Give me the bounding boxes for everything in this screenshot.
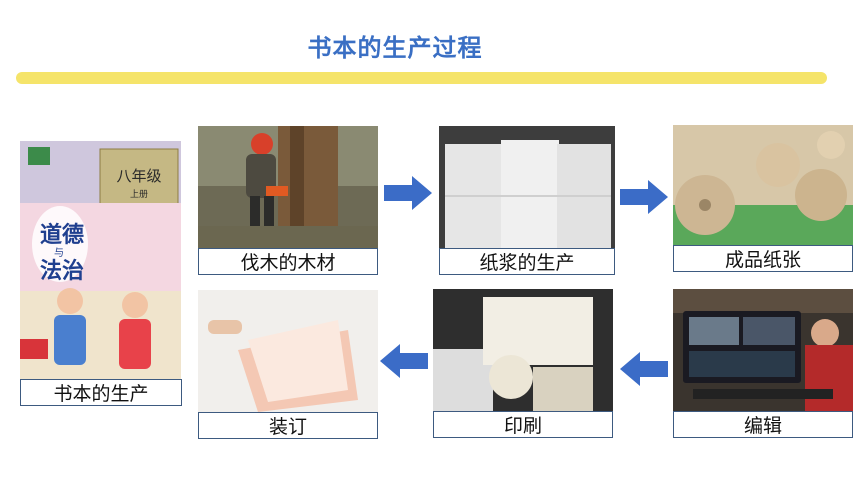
caption-pulp: 纸浆的生产 bbox=[439, 248, 615, 275]
caption-logging: 伐木的木材 bbox=[198, 248, 378, 275]
cover-volume: 上册 bbox=[129, 190, 148, 200]
caption-editing: 编辑 bbox=[673, 411, 853, 438]
caption-binding: 装订 bbox=[198, 412, 378, 439]
editing-photo bbox=[673, 289, 853, 411]
title-underline bbox=[16, 72, 827, 84]
arrow-left-icon bbox=[620, 352, 668, 386]
arrow-right-icon bbox=[384, 176, 432, 210]
cover-subject-1: 道德 bbox=[40, 222, 85, 248]
caption-book: 书本的生产 bbox=[20, 379, 182, 406]
cover-subject-mid: 与 bbox=[54, 248, 64, 259]
caption-paper: 成品纸张 bbox=[673, 245, 853, 272]
arrow-right-icon bbox=[620, 180, 668, 214]
pulp-photo bbox=[439, 126, 615, 248]
cover-subject-2: 法治 bbox=[40, 258, 85, 284]
binding-photo bbox=[198, 290, 378, 412]
caption-printing: 印刷 bbox=[433, 411, 613, 438]
book-cover-image: 八年级 上册 道德 与 法治 bbox=[20, 141, 181, 379]
arrow-left-icon bbox=[380, 344, 428, 378]
paper-rolls-photo bbox=[673, 125, 853, 245]
cover-grade: 八年级 bbox=[116, 167, 162, 185]
page-title: 书本的生产过程 bbox=[307, 34, 483, 62]
printing-photo bbox=[433, 289, 613, 411]
logging-photo bbox=[198, 126, 378, 248]
